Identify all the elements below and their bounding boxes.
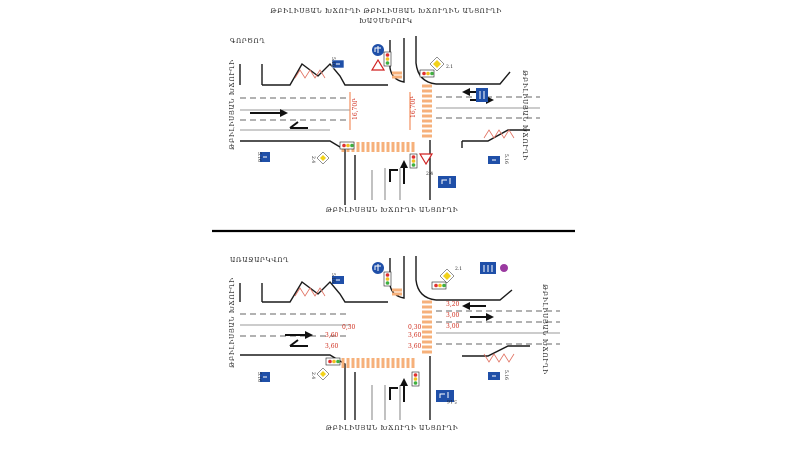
no-stopping-sign-icon: [500, 264, 508, 272]
sign-code: 2.1: [455, 266, 462, 272]
bottom-bottom-road-label: ԹԲԻԼԻՍՅԱՆ ԽՃՈՒՂԻ ԱՆՑՈՒՂԻ: [326, 424, 459, 432]
bottom-dim-right-1: 3,20: [446, 301, 460, 308]
pedestrian-crossing-sign-icon: 5.16: [330, 273, 344, 284]
lane-direction-sign-icon: 5.16: [436, 390, 457, 404]
mandatory-direction-sign-icon: [372, 44, 384, 56]
top-left-road-label: ԹԲԻԼԻՍՅԱՆ ԽՃՈՒՂԻ: [228, 59, 236, 150]
bottom-dim-center-1: 0,30: [342, 324, 356, 331]
top-dim-left: 16,70Ր: [352, 98, 359, 120]
sign-code: 2.4: [310, 156, 316, 163]
traffic-light-icon: [431, 281, 447, 290]
lane-direction-sign-icon: [480, 262, 496, 274]
priority-road-sign-icon: 2.4: [310, 367, 330, 381]
top-section-label: ԳՈՐԾՈՂ: [230, 37, 265, 45]
pedestrian-crossing-sign-icon: 5.16: [256, 152, 270, 162]
sign-code: 5.16: [447, 398, 457, 404]
traffic-light-icon: [339, 141, 355, 150]
top-dim-right: 16,70Ր: [410, 96, 417, 118]
header-title-line1: ԹԲԻԼԻՍՅԱՆ ԽՃՈՒՂԻ ԹԲԻԼԻՍՅԱՆ ԽՃՈՒՂԻՆ ԱՆՑՈՒ…: [270, 7, 502, 15]
bottom-right-road-label: ԹԲԻԼԻՍՅԱՆ ԽՃՈՒՂԻ: [541, 284, 549, 375]
sign-code: 5.16: [256, 152, 262, 162]
pedestrian-crossing-sign-icon: 5.16: [256, 372, 270, 382]
bottom-dim-left-2: 3,60: [325, 343, 339, 350]
sign-code: 5.16: [503, 154, 509, 164]
sign-code: 5.16: [503, 370, 509, 380]
sign-code: 5.16: [330, 57, 336, 67]
warning-triangle-sign-icon: [370, 58, 386, 71]
traffic-light-icon: [411, 371, 420, 387]
sign-code: 5.16: [330, 273, 336, 283]
top-right-road-label: ԹԲԻԼԻՍՅԱՆ ԽՃՈՒՂԻ: [521, 70, 529, 161]
traffic-light-icon: [325, 357, 341, 366]
priority-road-sign-icon: 2.1: [429, 56, 453, 72]
traffic-light-icon: [383, 51, 392, 67]
lane-direction-sign-icon: [476, 88, 488, 102]
priority-road-sign-icon: 2.1: [439, 266, 462, 284]
traffic-light-icon: [419, 69, 435, 78]
priority-road-sign-icon: 2.4: [310, 151, 330, 165]
bottom-dim-right-3: 3,00: [446, 323, 460, 330]
bottom-dim-center-4: 3,60: [408, 343, 422, 350]
bottom-dim-right-2: 3,00: [446, 312, 460, 319]
warning-triangle-sign-icon: [418, 153, 434, 166]
header-title-line2: ԽԱՉՄԵՐՈՒԿ: [359, 17, 413, 25]
top-bottom-road-label: ԹԲԻԼԻՍՅԱՆ ԽՃՈՒՂԻ ԱՆՑՈՒՂԻ: [326, 206, 459, 214]
traffic-light-icon: [383, 271, 392, 287]
lane-direction-sign-icon: [438, 176, 456, 188]
bottom-left-road-label: ԹԲԻԼԻՍՅԱՆ ԽՃՈՒՂԻ: [228, 277, 236, 368]
mandatory-direction-sign-icon: [372, 262, 384, 274]
sign-code: 5.16: [256, 372, 262, 382]
sign-code: 2.1: [446, 64, 453, 70]
bottom-panel: ԱՌԱՋԱՐԿՎՈՂ 3,20 3,00 3,00 3,60 3,60 0,30…: [228, 256, 560, 432]
sign-code: 2.4: [310, 372, 316, 379]
bottom-dim-center-3: 3,60: [408, 332, 422, 339]
pedestrian-crossing-sign-icon: 5.16: [488, 154, 509, 164]
sign-code: 2.4: [426, 171, 433, 177]
traffic-light-icon: [409, 153, 418, 169]
pedestrian-crossing-sign-icon: 5.16: [488, 370, 509, 380]
bottom-section-label: ԱՌԱՋԱՐԿՎՈՂ: [230, 256, 289, 264]
bottom-dim-left-1: 3,60: [325, 332, 339, 339]
bottom-dim-center-2: 0,30: [408, 324, 422, 331]
top-panel: ԳՈՐԾՈՂ 16,70Ր 16,70Ր: [228, 36, 540, 214]
pedestrian-crossing-sign-icon: 5.16: [330, 57, 345, 69]
